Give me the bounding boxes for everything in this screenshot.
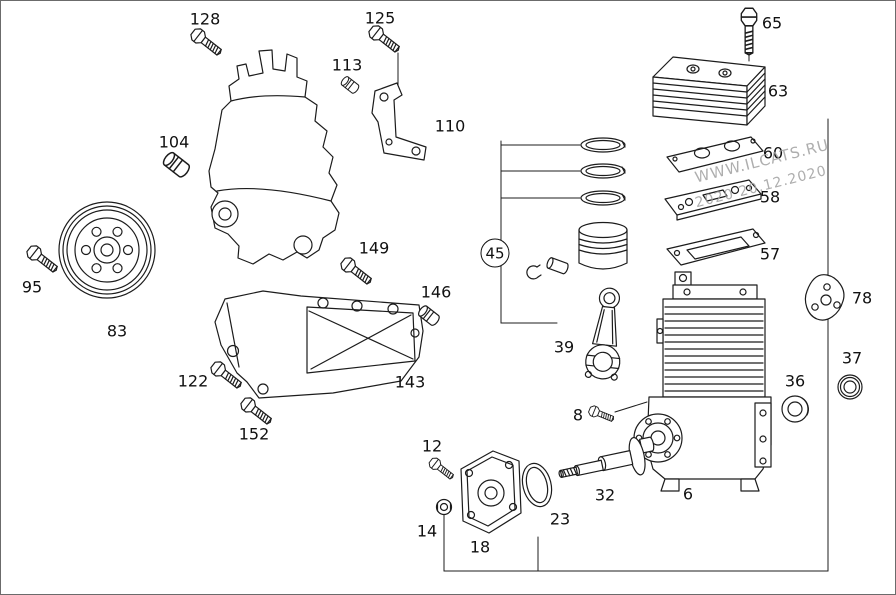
bushing-36 — [781, 395, 809, 423]
piston — [578, 221, 628, 270]
screw-8-icon — [587, 404, 616, 425]
triangle-seal-78 — [804, 274, 845, 321]
crankshaft — [558, 436, 655, 478]
bushing-113-icon — [339, 74, 361, 95]
nut-14 — [435, 498, 453, 516]
compressor-body — [633, 271, 772, 492]
seal-37 — [837, 374, 863, 400]
bolt-125-icon — [366, 22, 404, 57]
end-cover — [460, 450, 522, 534]
gasket-57 — [666, 228, 766, 266]
engine-block — [208, 49, 340, 265]
o-ring — [521, 462, 553, 508]
bolt-95-icon — [24, 242, 62, 277]
bolt-152-icon — [238, 394, 276, 429]
bracket-110 — [371, 82, 427, 161]
bolt-149-icon — [338, 254, 376, 289]
bracket-143 — [214, 290, 424, 399]
leader-lines — [397, 52, 829, 572]
cylinder-head — [652, 56, 766, 126]
piston-pin — [546, 257, 569, 275]
head-gasket-60 — [666, 136, 764, 173]
valve-plate-58 — [664, 179, 762, 221]
connecting-rod — [584, 287, 621, 381]
bolt-65-icon — [740, 7, 758, 56]
plug-104-icon — [160, 150, 193, 180]
screw-12-icon — [426, 455, 457, 483]
circlip-icon — [526, 264, 542, 280]
pulley — [58, 201, 156, 299]
bolt-128-icon — [188, 25, 226, 60]
piston-rings — [580, 137, 626, 206]
